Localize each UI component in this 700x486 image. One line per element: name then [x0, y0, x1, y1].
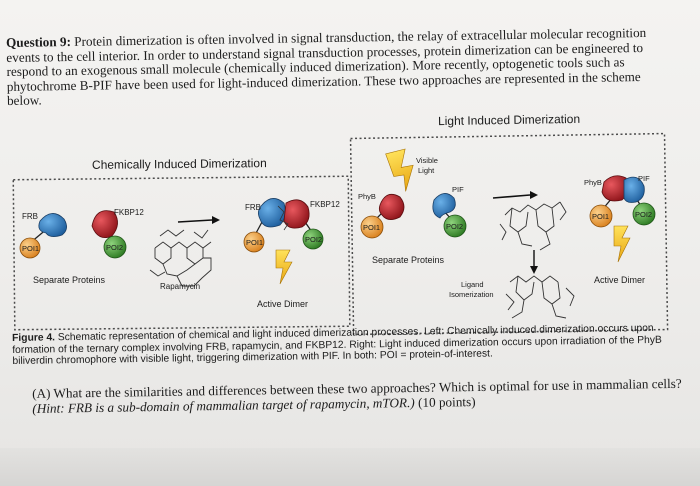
active-dimer-label-right: Active Dimer	[594, 275, 645, 285]
visible-label: Visible	[416, 156, 438, 165]
active-dimer-label-left: Active Dimer	[257, 299, 308, 309]
light-dimer-phyb-label: PhyB	[584, 178, 602, 187]
pif-shape	[432, 193, 456, 219]
isomerization-arrow	[530, 250, 538, 274]
visible-light-bolt: Visible Light	[385, 148, 438, 192]
ligand-label: Ligand	[461, 280, 484, 289]
light-poi2-label: POI2	[446, 222, 463, 231]
dimer-poi2-label: POI2	[305, 235, 322, 244]
rapamycin-structure	[149, 229, 212, 287]
poi2-label: POI2	[106, 243, 123, 252]
part-a-label: (A)	[32, 385, 51, 401]
page-bottom-shadow	[0, 448, 700, 486]
dimer-fkbp12-label: FKBP12	[310, 200, 340, 209]
chromophore-structure-top	[499, 201, 567, 251]
frb-poi1-construct: FRB POI1	[19, 212, 67, 259]
reaction-arrow-left	[177, 216, 220, 224]
signal-bolt-left	[275, 249, 293, 285]
phyb-shape	[378, 193, 405, 220]
pif-poi2-construct: PIF POI2	[432, 185, 467, 238]
poi1-label: POI1	[22, 244, 39, 253]
chemical-active-dimer: POI1 POI2 FRB FKBP12	[243, 198, 340, 285]
chromophore-structure-bottom	[505, 275, 575, 319]
rapamycin-label: Rapamycin	[160, 282, 200, 291]
chemical-dashed-frame	[12, 175, 351, 331]
light-dimer-poi2-label: POI2	[635, 210, 652, 219]
fkbp12-label: FKBP12	[114, 208, 144, 217]
separate-proteins-label-right: Separate Proteins	[372, 255, 445, 265]
light-dimer-pif-label: PIF	[638, 174, 650, 183]
fkbp12-poi2-construct: FKBP12 POI2	[91, 208, 144, 259]
phyb-poi1-construct: PhyB POI1	[358, 192, 405, 239]
part-a-points: (10 points)	[417, 394, 476, 410]
frb-label: FRB	[22, 212, 38, 221]
figure-label: Figure 4.	[12, 332, 56, 344]
light-dimer-poi1-label: POI1	[592, 212, 609, 221]
dimer-frb-label: FRB	[245, 203, 261, 212]
phyb-label: PhyB	[358, 192, 376, 201]
poi1-circle	[19, 237, 41, 259]
part-a-question: (A) What are the similarities and differ…	[32, 376, 682, 416]
dimerization-scheme: FRB POI1 FKBP12 POI2 Separate Proteins	[12, 132, 669, 336]
signal-bolt-right	[613, 225, 631, 263]
light-poi1-label: POI1	[363, 223, 380, 232]
separate-proteins-label-left: Separate Proteins	[33, 275, 106, 285]
frb-shape	[38, 213, 67, 237]
dimer-poi1-label: POI1	[246, 238, 263, 247]
poi2-circle	[103, 235, 127, 259]
light-active-dimer: POI1 POI2 PhyB PIF	[584, 174, 656, 263]
fkbp12-shape	[91, 210, 118, 239]
light-label: Light	[418, 166, 435, 175]
light-dashed-frame	[349, 132, 669, 336]
isomerization-label: Isomerization	[449, 290, 494, 299]
pif-label: PIF	[452, 185, 464, 194]
reaction-arrow-right	[492, 191, 538, 199]
